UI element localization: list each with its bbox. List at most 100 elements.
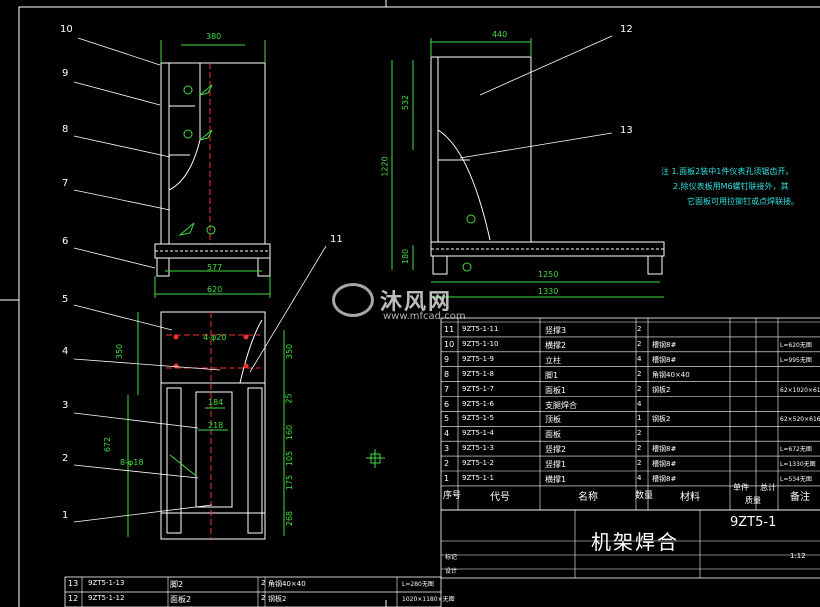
bom-cell-qty: 2 <box>637 369 642 378</box>
bom-cell-material: 槽钢8# <box>652 355 677 364</box>
callout-11: 11 <box>330 234 343 245</box>
bom-cell-material: 槽钢8# <box>652 460 677 469</box>
bom-head-code: 代号 <box>490 492 510 503</box>
title-block-small2: 设计 <box>445 568 458 575</box>
bom-cell-qty: 2 <box>637 339 642 348</box>
bom-head-total: 总计 <box>760 483 776 492</box>
bom-cell-no: 7 <box>444 384 450 394</box>
bom-cell-no: 6 <box>444 399 450 409</box>
callout-12: 12 <box>620 24 633 35</box>
watermark-url: www.mfcad.com <box>383 311 466 322</box>
bom-head-qty: 数量 <box>635 491 654 501</box>
bom-bottom-cell-name: 面板2 <box>170 595 192 604</box>
title-block-title: 机架焊合 <box>591 530 679 554</box>
bom-bottom-cell-qty: 2 <box>261 594 266 602</box>
bom-cell-no: 5 <box>444 414 450 424</box>
bom-cell-material: 槽钢8# <box>652 445 677 454</box>
note-line-1: 注 1.面板2装中1件仪表孔须锯齿开。 <box>661 167 794 176</box>
dim-plan-350b: 350 <box>285 343 295 360</box>
dim-side-180: 180 <box>401 248 411 265</box>
callout-9: 9 <box>62 68 69 79</box>
dim-side-1250: 1250 <box>538 270 559 279</box>
dim-plan-218: 218 <box>208 421 224 430</box>
bom-cell-name: 横撑2 <box>545 340 567 350</box>
title-block-scale: 1:12 <box>790 552 806 560</box>
bom-cell-name: 横撑1 <box>545 475 567 484</box>
callout-3: 3 <box>62 400 69 411</box>
bom-cell-name: 竖撑3 <box>545 326 567 335</box>
bom-cell-name: 竖撑2 <box>545 445 567 455</box>
dim-plan-hole4: 4-φ20 <box>203 333 227 342</box>
bom-cell-qty: 2 <box>637 444 642 453</box>
callout-13: 13 <box>620 125 633 136</box>
note-line-3: 它面板可用拉铆钉或点焊联接。 <box>687 197 799 206</box>
dim-side-1330: 1330 <box>538 287 559 296</box>
bom-cell-name: 面板 <box>545 430 561 440</box>
dim-plan-184: 184 <box>208 398 224 407</box>
dim-plan-25: 25 <box>284 393 294 404</box>
bom-bottom-cell-code: 9ZT5-1-12 <box>88 594 125 602</box>
bom-cell-qty: 4 <box>637 399 642 408</box>
bom-cell-name: 支腿焊合 <box>545 400 577 410</box>
bom-cell-no: 3 <box>444 444 450 454</box>
bom-bottom-cell-qty: 2 <box>261 579 266 587</box>
bom-cell-material: 钢板2 <box>652 415 671 424</box>
bom-cell-name: 顶板 <box>545 415 561 425</box>
bom-cell-code: 9ZT5-1-11 <box>462 325 499 333</box>
bom-head-unit: 单件 <box>733 483 749 492</box>
bom-cell-code: 9ZT5-1-7 <box>462 384 494 393</box>
bom-cell-remark: L=620无图 <box>780 341 812 349</box>
dim-plan-105: 105 <box>285 450 295 467</box>
callout-6: 6 <box>62 236 69 247</box>
front-view <box>154 40 271 298</box>
dim-side-1220: 1220 <box>380 156 390 177</box>
bom-cell-no: 2 <box>444 459 450 469</box>
bom-cell-name: 竖撑1 <box>545 460 567 470</box>
bom-bottom-cell-remark: L=280无图 <box>402 581 434 588</box>
callout-7: 7 <box>62 178 69 189</box>
callout-1: 1 <box>62 510 69 521</box>
bom-cell-name: 立柱 <box>545 355 561 365</box>
bom-cell-qty: 2 <box>637 325 642 333</box>
bom-cell-no: 10 <box>444 339 455 349</box>
bom-head-weight: 质量 <box>745 496 761 505</box>
bom-cell-qty: 2 <box>637 429 642 438</box>
title-block-small1: 标记 <box>445 554 458 561</box>
watermark-brand: 沐风网 <box>380 290 453 315</box>
bom-cell-code: 9ZT5-1-8 <box>462 369 494 378</box>
bom-cell-code: 9ZT5-1-9 <box>462 354 494 363</box>
title-block-drawing-no: 9ZT5-1 <box>730 515 777 530</box>
dim-plan-268: 268 <box>285 510 295 527</box>
bom-cell-remark: L=995无图 <box>780 356 812 364</box>
dim-plan-160: 160 <box>285 424 295 441</box>
bom-cell-remark: 62×520×616无图 <box>780 416 820 424</box>
bom-cell-qty: 1 <box>637 414 642 423</box>
bom-bottom-cell-no: 12 <box>68 594 79 603</box>
bom-cell-code: 9ZT5-1-3 <box>462 444 494 453</box>
bom-cell-no: 8 <box>444 369 450 379</box>
bom-head-no: 序号 <box>443 491 462 501</box>
bom-head-name: 名称 <box>578 492 598 503</box>
bom-cell-no: 1 <box>444 474 450 483</box>
bom-cell-code: 9ZT5-1-5 <box>462 414 494 423</box>
bom-cell-name: 面板1 <box>545 385 567 395</box>
dim-plan-672: 672 <box>103 436 113 453</box>
bom-table <box>64 317 820 607</box>
bom-cell-material: 角钢40×40 <box>652 370 690 379</box>
bom-cell-qty: 2 <box>637 384 642 393</box>
bom-bottom-cell-material: 钢板2 <box>268 595 287 603</box>
bom-cell-qty: 2 <box>637 459 642 468</box>
plan-view <box>127 311 285 540</box>
bom-cell-material: 槽钢8# <box>652 475 677 483</box>
bom-cell-remark: L=672无图 <box>780 446 812 454</box>
dim-front-620: 620 <box>207 285 223 294</box>
bom-cell-no: 4 <box>444 429 450 439</box>
bom-bottom-cell-code: 9ZT5-1-13 <box>88 579 125 587</box>
bom-cell-code: 9ZT5-1-4 <box>462 429 494 438</box>
dim-side-440: 440 <box>492 30 508 39</box>
watermark-logo <box>332 283 374 317</box>
bom-bottom-cell-name: 脚2 <box>170 580 184 589</box>
bom-bottom-cell-no: 13 <box>68 579 79 588</box>
